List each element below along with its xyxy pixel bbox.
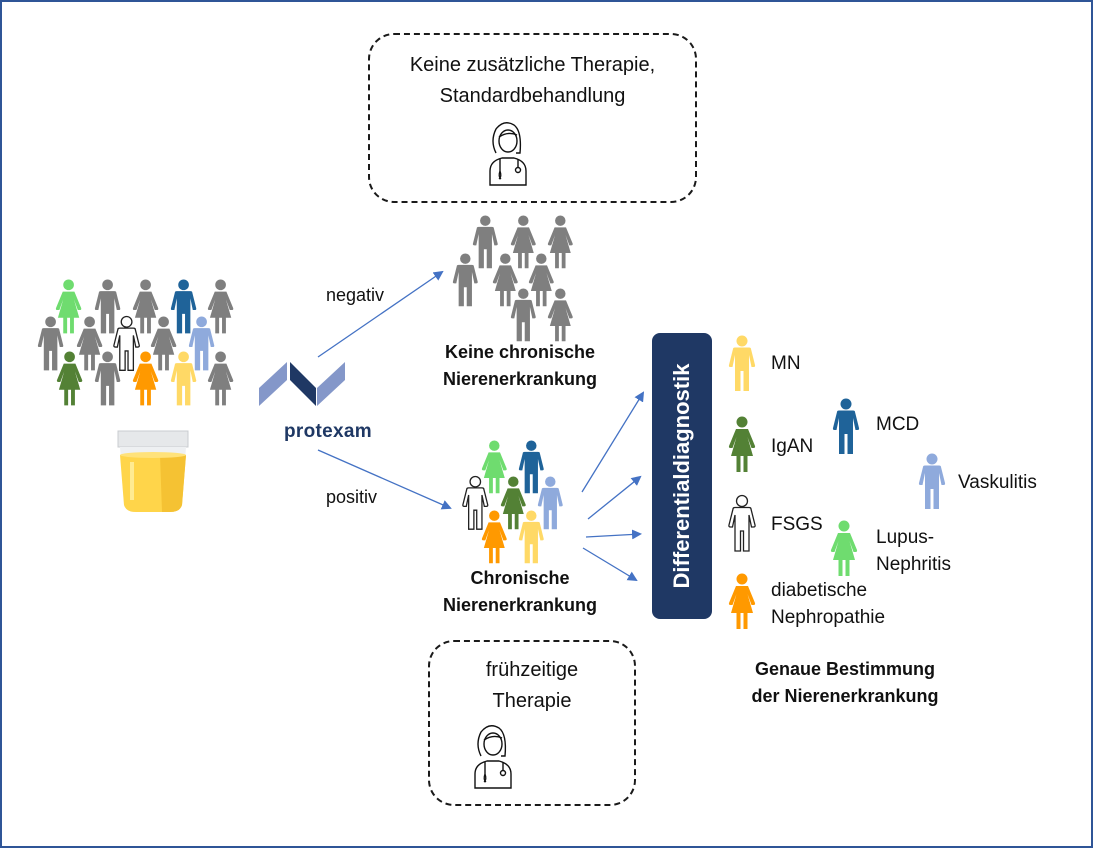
population-person-icon <box>170 351 197 406</box>
positive-branch-label: positiv <box>326 487 378 507</box>
population-person-icon <box>56 351 83 406</box>
negative-group-person-icon <box>547 215 573 269</box>
population-person-icon <box>37 316 64 371</box>
early-therapy-box <box>428 640 636 806</box>
diagnosis-label-lupus-2: Nephritis <box>876 554 951 575</box>
positive-group-person-icon <box>537 476 563 530</box>
population-person-icon <box>170 279 197 334</box>
population-person-icon <box>55 279 82 334</box>
urine-cup-icon <box>117 430 189 512</box>
early-therapy-line2: Therapie <box>492 690 572 712</box>
positive-group-line1: Chronische <box>470 568 570 588</box>
negative-group-person-icon <box>510 215 536 269</box>
arrow-diff-3 <box>585 529 642 540</box>
doctor-icon <box>474 725 512 789</box>
positive-group-person-icon <box>481 440 507 494</box>
diagnosis-label-fsgs: FSGS <box>771 514 823 535</box>
population-person-icon <box>150 316 177 371</box>
diagnosis-label-mcd: MCD <box>876 414 920 435</box>
standard-therapy-line1: Keine zusätzliche Therapie, <box>409 54 656 76</box>
positive-group-person-icon <box>462 475 489 530</box>
mn-person-icon <box>728 335 756 391</box>
arrow-negative <box>317 270 444 358</box>
population-person-icon <box>207 351 234 406</box>
mcd-person-icon <box>832 398 860 454</box>
population-person-icon <box>132 351 159 406</box>
standard-therapy-box <box>368 33 697 203</box>
population-person-icon <box>132 279 159 334</box>
population-person-icon <box>188 316 215 371</box>
arrow-positive <box>317 449 452 510</box>
positive-group-person-icon <box>500 476 526 530</box>
fsgs-person-icon <box>728 494 756 552</box>
diagnosis-label-diabetic-2: Nephropathie <box>771 607 886 628</box>
negative-group-person-icon <box>492 253 518 307</box>
early-therapy-line1: frühzeitige <box>485 659 579 681</box>
positive-group-person-icon <box>518 440 544 494</box>
population-person-icon <box>207 279 234 334</box>
positive-group-person-icon <box>518 510 544 564</box>
negative-group-person-icon <box>472 215 498 269</box>
negative-group-line1: Keine chronische <box>444 342 596 362</box>
igan-person-icon <box>728 416 756 472</box>
arrow-diff-4 <box>582 547 638 582</box>
lupus-person-icon <box>830 520 858 576</box>
protexam-logo-text: protexam <box>284 421 372 442</box>
doctor-icon <box>489 122 527 186</box>
summary-line2: der Nierenerkrankung <box>751 686 939 706</box>
population-person-icon <box>94 351 121 406</box>
population-person-icon <box>76 316 103 371</box>
diagnosis-label-mn: MN <box>771 353 801 374</box>
diagnosis-label-vaskulitis: Vaskulitis <box>958 472 1037 493</box>
positive-group-line2: Nierenerkrankung <box>442 595 598 615</box>
negative-group-person-icon <box>452 253 478 307</box>
population-person-icon <box>113 315 140 371</box>
negative-group-person-icon <box>510 288 536 342</box>
positive-group-person-icon <box>481 510 507 564</box>
diagnosis-label-igan: IgAN <box>771 436 814 457</box>
diagnosis-label-diabetic-1: diabetische <box>771 580 868 601</box>
negative-branch-label: negativ <box>326 285 385 305</box>
diabetic-person-icon <box>728 573 756 629</box>
diagnosis-label-lupus-1: Lupus- <box>876 527 935 548</box>
negative-group-person-icon <box>528 253 554 307</box>
summary-line1: Genaue Bestimmung <box>754 659 936 679</box>
arrow-diff-2 <box>587 475 642 520</box>
arrow-diff-1 <box>581 391 645 493</box>
negative-group-line2: Nierenerkrankung <box>442 369 598 389</box>
protexam-logo-icon <box>259 362 345 406</box>
standard-therapy-line2: Standardbehandlung <box>439 85 626 107</box>
vaskulitis-person-icon <box>918 453 946 509</box>
negative-group-person-icon <box>547 288 573 342</box>
population-person-icon <box>94 279 121 334</box>
differential-diagnostics-box: Differentialdiagnostik <box>652 333 712 619</box>
